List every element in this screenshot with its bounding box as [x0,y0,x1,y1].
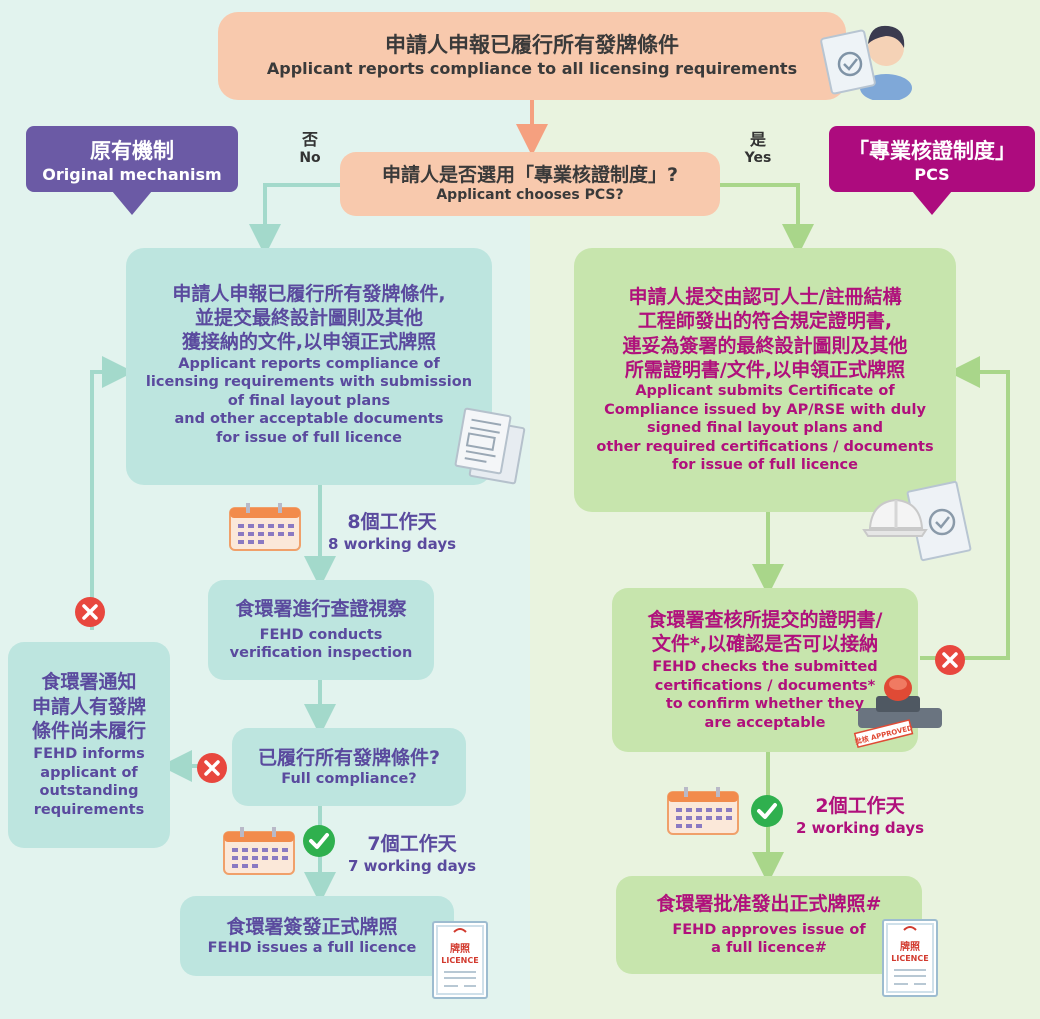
cross-icon [934,644,966,676]
right-submit-box: 申請人提交由認可人士/註冊結構 工程師發出的符合規定證明書, 連妥為簽署的最終設… [574,248,956,512]
documents-icon [440,400,530,490]
right-days: 2個工作天 2 working days [795,795,925,837]
start-box-zh: 申請人申報已履行所有發牌條件 [385,33,679,58]
calendar-icon [222,826,296,876]
left-days-1: 8個工作天 8 working days [327,511,457,553]
check-icon [302,824,336,858]
check-icon [750,794,784,828]
helmet-certificate-icon [862,478,982,574]
original-mechanism-tag: 原有機制 Original mechanism [26,126,238,192]
calendar-icon [228,502,302,552]
no-label: 否 No [299,130,321,166]
start-box: 申請人申報已履行所有發牌條件 Applicant reports complia… [218,12,846,100]
cross-icon [74,596,106,628]
svg-text:牌照: 牌照 [450,942,470,955]
decision-zh: 申請人是否選用「專業核證制度」? [381,163,679,186]
svg-text:LICENCE: LICENCE [891,954,928,963]
left-submit-box: 申請人申報已履行所有發牌條件, 並提交最終設計圖則及其他 獲接納的文件,以申領正… [126,248,492,485]
left-days-2: 7個工作天 7 working days [347,833,477,875]
inspection-box: 食環署進行查證視察 FEHD conducts verification ins… [208,580,434,680]
approve-licence-box: 食環署批准發出正式牌照# FEHD approves issue of a fu… [616,876,922,974]
arrow-loop-back-left [90,356,134,630]
arrow-no-branch [249,183,340,256]
approved-stamp-icon: 批核 APPROVED [848,674,948,750]
arrow-yes-branch [720,183,814,256]
svg-text:牌照: 牌照 [900,940,920,953]
original-tag-pointer [112,191,152,215]
compliance-box: 已履行所有發牌條件? Full compliance? [232,728,466,806]
start-box-en: Applicant reports compliance to all lice… [266,59,798,79]
pcs-tag: 「專業核證制度」 PCS [829,126,1035,192]
svg-text:LICENCE: LICENCE [441,956,478,965]
yes-label: 是 Yes [744,130,772,166]
decision-en: Applicant chooses PCS? [436,187,624,204]
issue-licence-box: 食環署簽發正式牌照 FEHD issues a full licence [180,896,454,976]
licence-icon: 牌照 LICENCE [430,920,490,1000]
pcs-tag-pointer [912,191,952,215]
inform-box: 食環署通知 申請人有發牌 條件尚未履行 FEHD informs applica… [8,642,170,848]
calendar-icon [666,786,740,836]
applicant-person-icon [820,14,912,102]
decision-box: 申請人是否選用「專業核證制度」? Applicant chooses PCS? [340,152,720,216]
licence-icon: 牌照 LICENCE [880,918,940,998]
cross-icon [196,752,228,784]
